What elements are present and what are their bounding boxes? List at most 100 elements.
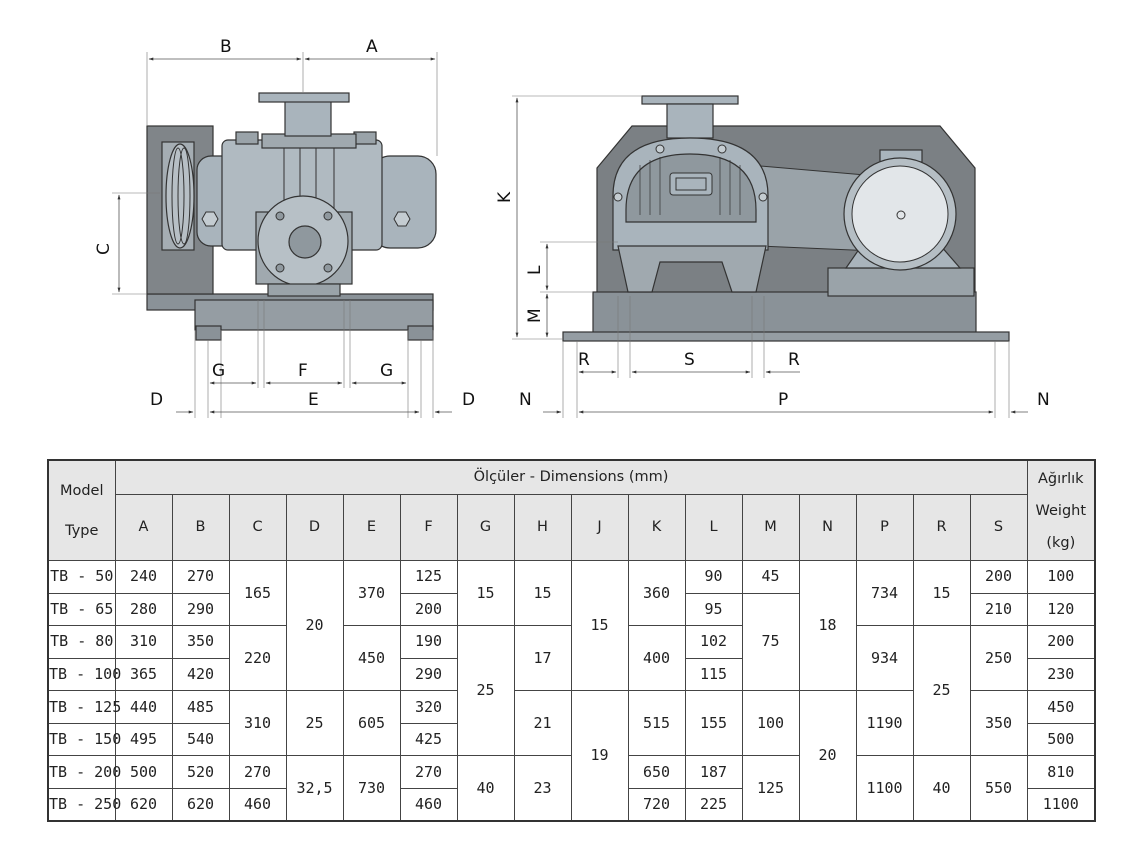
cell-s: 200 xyxy=(969,560,1028,594)
cell-f: 125 xyxy=(399,560,458,594)
col-header-d: D xyxy=(285,494,344,562)
cell-a: 280 xyxy=(114,592,173,627)
dim-label-n-right: N xyxy=(1037,390,1050,410)
cell-g: 25 xyxy=(456,625,515,757)
dim-label-f: F xyxy=(298,361,308,381)
col-header-h: H xyxy=(513,494,572,562)
col-header-k: K xyxy=(627,494,686,562)
dim-label-a: A xyxy=(366,37,378,57)
cell-c: 460 xyxy=(228,787,287,822)
dim-label-g-left: G xyxy=(212,361,225,381)
cell-l: 155 xyxy=(684,690,743,757)
cell-j: 15 xyxy=(570,560,629,692)
cell-m: 45 xyxy=(741,560,800,594)
cell-e: 450 xyxy=(342,625,401,692)
cell-f: 290 xyxy=(399,657,458,692)
cell-g: 40 xyxy=(456,755,515,822)
col-header-p: P xyxy=(855,494,914,562)
cell-h: 15 xyxy=(513,560,572,627)
front-view-drawing xyxy=(562,95,1010,342)
cell-n: 18 xyxy=(798,560,857,692)
cell-s: 550 xyxy=(969,755,1028,822)
right-dimensions: K L M R S R N P N xyxy=(495,95,1050,418)
col-header-r: R xyxy=(912,494,971,562)
cell-a: 310 xyxy=(114,625,173,659)
cell-l: 90 xyxy=(684,560,743,594)
col-header-j: J xyxy=(570,494,629,562)
model-cell: TB - 50 xyxy=(47,560,116,594)
cell-weight: 230 xyxy=(1026,657,1096,692)
dim-label-p: P xyxy=(778,390,788,410)
dimension-drawing: B A C G F G D E D xyxy=(94,37,1050,418)
cell-f: 200 xyxy=(399,592,458,627)
cell-b: 520 xyxy=(171,755,230,789)
dim-label-e: E xyxy=(308,390,319,410)
cell-weight: 450 xyxy=(1026,690,1096,724)
cell-l: 95 xyxy=(684,592,743,627)
weight-header-tr: Ağırlık xyxy=(1037,470,1084,487)
model-header: Model xyxy=(59,482,104,499)
col-header-e: E xyxy=(342,494,401,562)
cell-weight: 120 xyxy=(1026,592,1096,627)
cell-j: 19 xyxy=(570,690,629,822)
cell-l: 225 xyxy=(684,787,743,822)
cell-a: 440 xyxy=(114,690,173,724)
cell-k: 650 xyxy=(627,755,686,789)
cell-s: 350 xyxy=(969,690,1028,757)
cell-d: 32,5 xyxy=(285,755,344,822)
cell-a: 365 xyxy=(114,657,173,692)
model-cell: TB - 80 xyxy=(47,625,116,659)
cell-a: 495 xyxy=(114,722,173,757)
cell-h: 17 xyxy=(513,625,572,692)
cell-weight: 200 xyxy=(1026,625,1096,659)
cell-c: 165 xyxy=(228,560,287,627)
cell-b: 290 xyxy=(171,592,230,627)
cell-weight: 500 xyxy=(1026,722,1096,757)
dim-label-b: B xyxy=(220,37,232,57)
model-cell: TB - 200 xyxy=(47,755,121,789)
cell-b: 350 xyxy=(171,625,230,659)
cell-e: 370 xyxy=(342,560,401,627)
cell-a: 500 xyxy=(114,755,173,789)
cell-l: 115 xyxy=(684,657,743,692)
cell-s: 210 xyxy=(969,592,1028,627)
cell-p: 1190 xyxy=(855,690,914,757)
col-header-c: C xyxy=(228,494,287,562)
cell-b: 485 xyxy=(171,690,230,724)
cell-weight: 100 xyxy=(1026,560,1096,594)
model-type-header: Model Type xyxy=(47,459,116,562)
dim-label-s: S xyxy=(684,350,695,370)
cell-b: 270 xyxy=(171,560,230,594)
cell-b: 420 xyxy=(171,657,230,692)
cell-r: 15 xyxy=(912,560,971,627)
dimensions-header: Ölçüler - Dimensions (mm) xyxy=(114,459,1028,496)
cell-k: 720 xyxy=(627,787,686,822)
cell-d: 20 xyxy=(285,560,344,692)
col-header-m: M xyxy=(741,494,800,562)
cell-weight: 1100 xyxy=(1026,787,1096,822)
model-cell: TB - 125 xyxy=(47,690,121,724)
cell-s: 250 xyxy=(969,625,1028,692)
cell-f: 190 xyxy=(399,625,458,659)
cell-p: 934 xyxy=(855,625,914,692)
dim-label-d-right: D xyxy=(462,390,475,410)
cell-f: 320 xyxy=(399,690,458,724)
type-header: Type xyxy=(65,522,99,539)
cell-g: 15 xyxy=(456,560,515,627)
cell-m: 75 xyxy=(741,592,800,692)
cell-c: 270 xyxy=(228,755,287,789)
model-cell: TB - 150 xyxy=(47,722,121,757)
weight-header-unit: (kg) xyxy=(1046,534,1076,551)
weight-header: Ağırlık Weight (kg) xyxy=(1026,459,1096,562)
cell-h: 23 xyxy=(513,755,572,822)
cell-e: 730 xyxy=(342,755,401,822)
dim-label-r-right: R xyxy=(788,350,800,370)
cell-p: 1100 xyxy=(855,755,914,822)
dim-label-n-left: N xyxy=(519,390,532,410)
cell-a: 620 xyxy=(114,787,173,822)
dim-label-l: L xyxy=(525,265,545,275)
model-cell: TB - 65 xyxy=(47,592,116,627)
cell-a: 240 xyxy=(114,560,173,594)
cell-l: 187 xyxy=(684,755,743,789)
cell-m: 125 xyxy=(741,755,800,822)
